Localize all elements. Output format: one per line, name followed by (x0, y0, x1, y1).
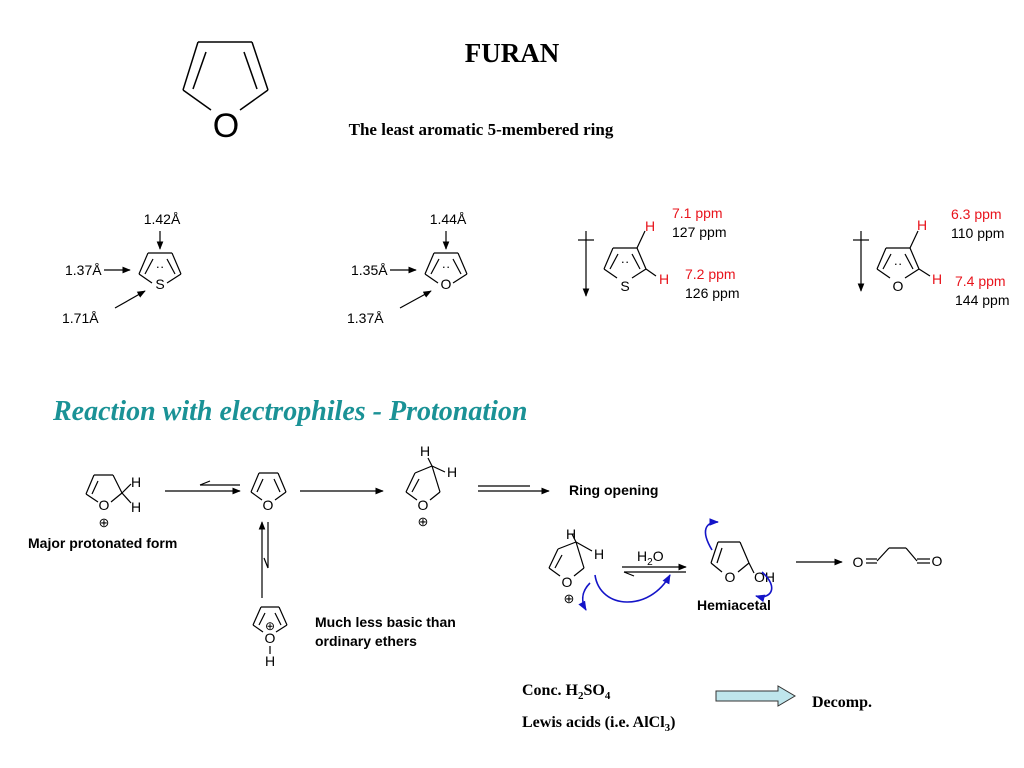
thiophene-beta-h: H (645, 218, 655, 234)
thiophene-nmr-structure: ·· S (578, 230, 657, 297)
furan-beta-h: H (917, 217, 927, 233)
mechanism-cation: O ⊕ (548, 533, 593, 606)
thiophene-nmr-sulfur: S (620, 278, 629, 294)
furan-oxygen: O (441, 276, 452, 292)
c3-protonated-furan: O ⊕ (405, 457, 446, 529)
o-protonated-furan: ⊕ O (252, 606, 288, 654)
thiophene-alpha-h: H (659, 271, 669, 287)
furan-nmr-oxygen: O (893, 278, 904, 294)
o-protonated-h: H (265, 653, 275, 669)
dialdehyde-oxygen-left: O (853, 554, 864, 570)
mechanism-cation-oxygen: O (562, 574, 573, 590)
c2-h-upper: H (131, 474, 141, 490)
furan-beta-c-shift: 110 ppm (951, 225, 1004, 241)
curly-arrows (578, 518, 773, 611)
o-protonated-oxygen: O (265, 630, 276, 646)
page-title: FURAN (465, 38, 560, 68)
arrow-to-ring-opening (478, 485, 550, 495)
decomp-label: Decomp. (812, 694, 872, 711)
less-basic-line1: Much less basic than (315, 614, 456, 630)
furan-main-structure: O (182, 41, 269, 145)
thiophene-alpha-h-shift: 7.2 ppm (685, 266, 736, 282)
c3-positive-charge: ⊕ (418, 514, 429, 529)
c2-h-lower: H (131, 499, 141, 515)
thiophene-nmr-lone-pair: ·· (621, 254, 630, 269)
dialdehyde-oxygen-right: O (932, 553, 943, 569)
thiophene-beta-c-shift: 127 ppm (672, 224, 726, 240)
furan-alpha-h-shift: 7.4 ppm (955, 273, 1006, 289)
mechanism-h-right: H (594, 546, 604, 562)
furan-alpha-h: H (932, 271, 942, 287)
thiophene-beta-h-shift: 7.1 ppm (672, 205, 723, 221)
c2-positive-charge: ⊕ (99, 515, 110, 530)
furan-nmr-structure: ·· O (853, 230, 931, 294)
water-label: H2O (637, 548, 664, 568)
mechanism-h-upper: H (566, 526, 576, 542)
hemiacetal-oxygen: O (725, 569, 736, 585)
mechanism-cation-charge: ⊕ (564, 591, 575, 606)
furan-nmr-lone-pair: ·· (894, 256, 903, 271)
thiophene-bond-top: 1.42Å (144, 211, 181, 227)
ring-opening-label: Ring opening (569, 482, 658, 498)
c3-h-right: H (447, 464, 457, 480)
c3-h-upper: H (420, 443, 430, 459)
page-subtitle: The least aromatic 5-membered ring (349, 120, 614, 139)
furan-bond-top: 1.44Å (430, 211, 467, 227)
conc-acid-label: Conc. H2SO4 (522, 682, 611, 702)
furan-lone-pair: ·· (442, 259, 451, 274)
lewis-acid-label: Lewis acids (i.e. AlCl3) (522, 714, 676, 734)
furan-bond-left: 1.35Å (351, 262, 388, 278)
central-furan: O (250, 472, 287, 513)
c3-oxygen: O (418, 497, 429, 513)
hemiacetal-structure: O (710, 541, 755, 585)
o-positive-charge: ⊕ (265, 619, 275, 633)
thiophene-bond-bottom: 1.71Å (62, 310, 99, 326)
c2-protonated-furan: O ⊕ (85, 474, 132, 530)
water-equilibrium-arrows (622, 563, 687, 577)
thiophene-bond-structure: ·· S (104, 231, 182, 309)
less-basic-line2: ordinary ethers (315, 633, 417, 649)
thiophene-bond-left: 1.37Å (65, 262, 102, 278)
central-oxygen: O (263, 497, 274, 513)
equilibrium-arrows-vertical (258, 521, 269, 598)
thiophene-lone-pair: ·· (156, 259, 165, 274)
dialdehyde-structure: O O (853, 547, 943, 570)
furan-main-oxygen: O (213, 107, 239, 145)
decomp-arrow (715, 685, 796, 707)
hemiacetal-oh: OH (754, 569, 775, 585)
furan-beta-h-shift: 6.3 ppm (951, 206, 1002, 222)
hemiacetal-label: Hemiacetal (697, 597, 771, 613)
equilibrium-arrows-left (165, 480, 241, 495)
section-heading: Reaction with electrophiles - Protonatio… (52, 396, 527, 427)
furan-alpha-c-shift: 144 ppm (955, 292, 1009, 308)
furan-bond-structure: ·· O (390, 231, 468, 309)
major-protonated-label: Major protonated form (28, 535, 177, 551)
thiophene-alpha-c-shift: 126 ppm (685, 285, 739, 301)
furan-bond-bottom: 1.37Å (347, 310, 384, 326)
c2-oxygen: O (99, 497, 110, 513)
thiophene-sulfur: S (155, 276, 164, 292)
